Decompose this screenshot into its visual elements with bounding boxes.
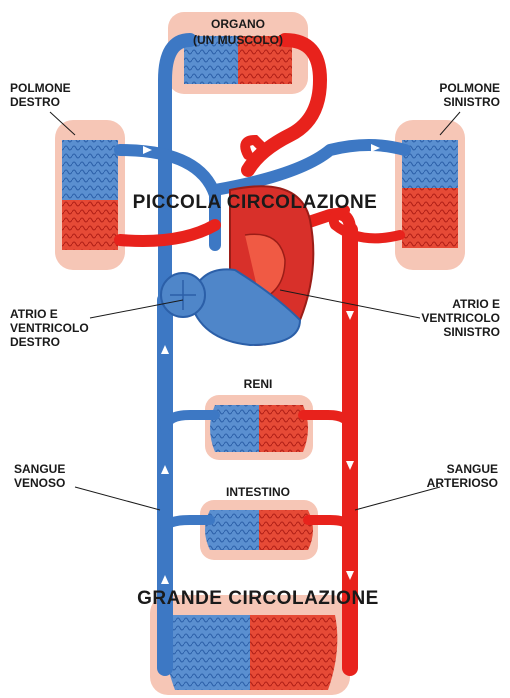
right-heart-label-line3: DESTRO [10, 335, 60, 349]
lung-left-label-line1: POLMONE [439, 81, 500, 95]
arterial-blood-label-line2: ARTERIOSO [427, 476, 498, 490]
organ-label-line2: (UN MUSCOLO) [193, 33, 283, 47]
kidneys-label: RENI [244, 377, 273, 391]
venous-blood-label-line1: SANGUE [14, 462, 65, 476]
lung-left-label-line2: SINISTRO [443, 95, 500, 109]
intestine-label: INTESTINO [226, 485, 290, 499]
right-heart-label-line2: VENTRICOLO [10, 321, 89, 335]
right-heart-label-line1: ATRIO E [10, 307, 58, 321]
body-lower-organ [150, 595, 350, 695]
intestine-organ [200, 500, 318, 560]
large-circulation-title: GRANDE CIRCOLAZIONE [137, 588, 379, 609]
kidneys-organ [205, 395, 313, 460]
left-heart-label-line2: VENTRICOLO [421, 311, 500, 325]
left-lung [395, 120, 465, 270]
lung-right-label-line2: DESTRO [10, 95, 60, 109]
left-heart-label-line1: ATRIO E [452, 297, 500, 311]
lung-right-label-line1: POLMONE [10, 81, 71, 95]
right-lung [55, 120, 125, 270]
organ-label-line1: ORGANO [211, 17, 265, 31]
small-circulation-title: PICCOLA CIRCOLAZIONE [133, 192, 378, 213]
venous-blood-label-line2: VENOSO [14, 476, 65, 490]
left-heart-label-line3: SINISTRO [443, 325, 500, 339]
arterial-blood-label-line1: SANGUE [447, 462, 498, 476]
